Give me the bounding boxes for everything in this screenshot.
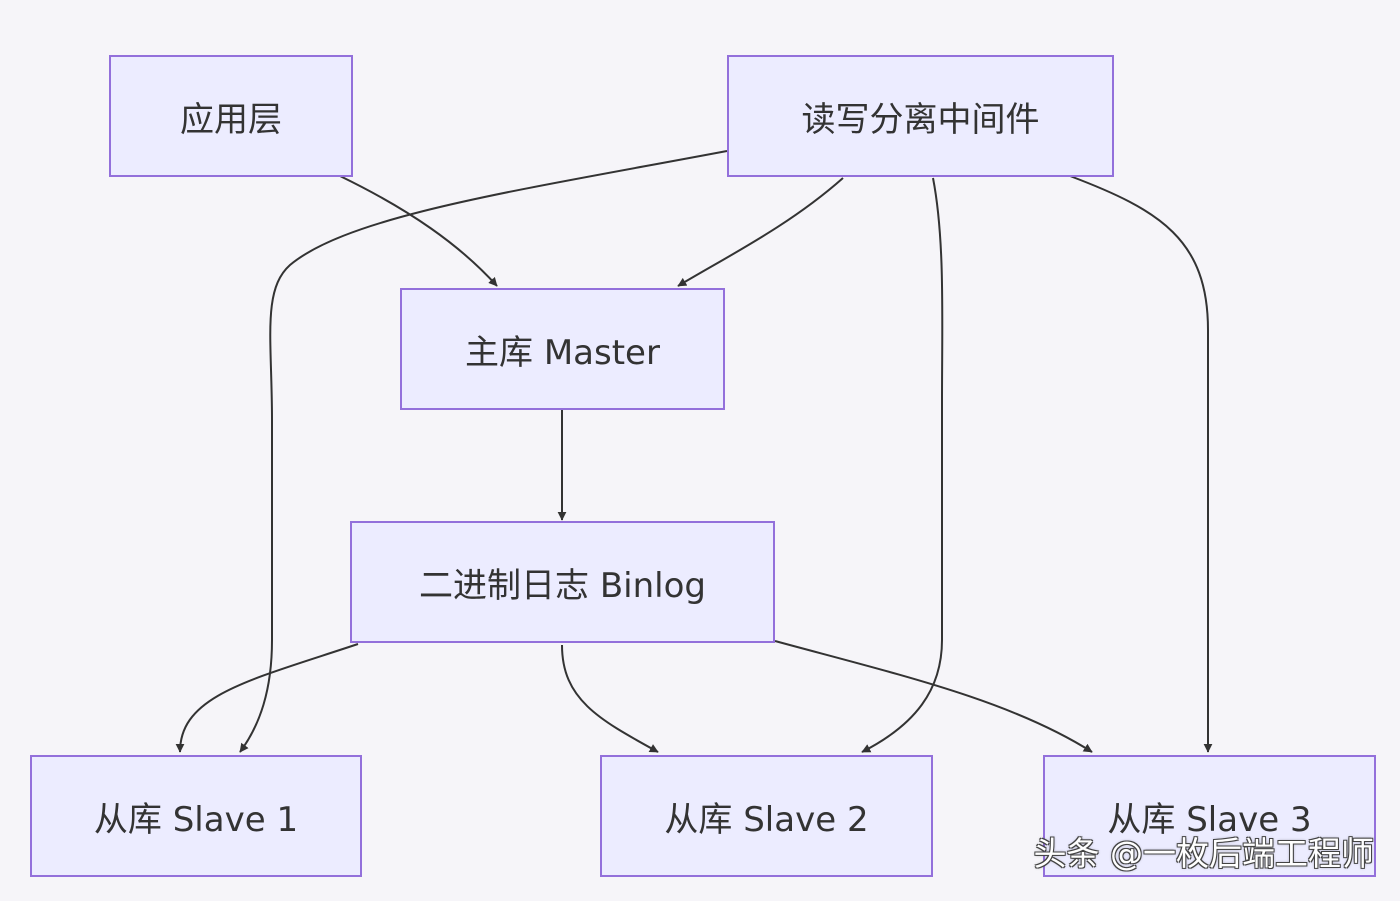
node-slave2: 从库 Slave 2 — [600, 755, 933, 877]
node-slave1: 从库 Slave 1 — [30, 755, 362, 877]
edge-middleware-to-slave3 — [1069, 175, 1213, 753]
node-rw-middleware: 读写分离中间件 — [727, 55, 1114, 177]
edge-middleware-to-slave2 — [861, 177, 944, 753]
edge-binlog-to-slave2 — [561, 644, 659, 753]
edge-middleware-to-slave1 — [239, 150, 728, 753]
node-app-layer: 应用层 — [109, 55, 353, 177]
node-slave3: 从库 Slave 3 — [1043, 755, 1376, 877]
node-rw-middleware-label: 读写分离中间件 — [801, 99, 1040, 140]
node-slave2-label: 从库 Slave 2 — [664, 799, 869, 840]
edge-middleware-to-master — [677, 177, 844, 287]
node-app-layer-label: 应用层 — [180, 99, 282, 140]
node-binlog-label: 二进制日志 Binlog — [419, 565, 706, 606]
edge-binlog-to-slave1 — [175, 643, 359, 753]
node-slave3-label: 从库 Slave 3 — [1107, 799, 1312, 840]
watermark-text: 头条 @一枚后端工程师 — [1033, 834, 1375, 873]
edge-app-to-master — [339, 175, 498, 287]
node-binlog: 二进制日志 Binlog — [350, 521, 775, 643]
node-master: 主库 Master — [400, 288, 725, 410]
node-slave1-label: 从库 Slave 1 — [93, 799, 299, 840]
edge-binlog-to-slave3 — [774, 640, 1093, 753]
node-master-label: 主库 Master — [465, 332, 660, 373]
